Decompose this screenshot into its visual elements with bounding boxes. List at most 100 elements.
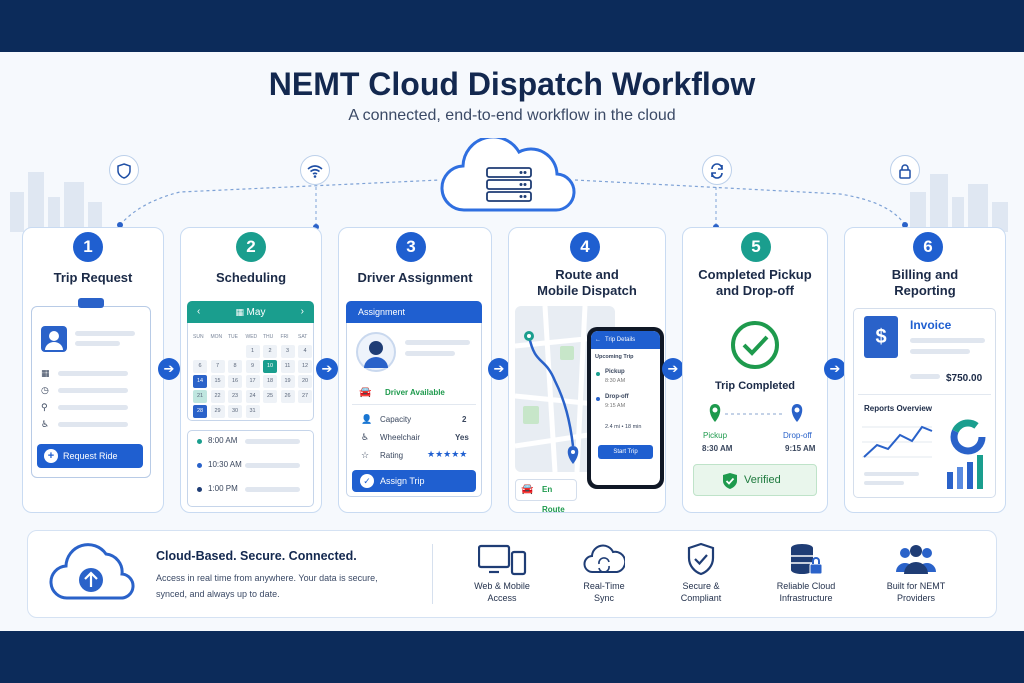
calendar-weekday: MON — [210, 334, 223, 340]
request-ride-button[interactable]: + Request Ride — [37, 444, 143, 468]
calendar-day[interactable]: 14 — [193, 375, 207, 388]
calendar-day[interactable]: 3 — [280, 345, 295, 358]
calendar-day[interactable]: 10 — [263, 360, 277, 373]
plus-icon: + — [44, 449, 58, 463]
time-slot[interactable]: 8:00 AM — [208, 436, 238, 445]
calendar-day[interactable]: 9 — [245, 360, 260, 373]
calendar-day[interactable]: 8 — [228, 360, 242, 373]
time-slot-dot — [197, 463, 202, 468]
invoice-amount: $750.00 — [946, 373, 983, 384]
sync-cloud-icon — [583, 544, 625, 573]
request-ride-label: Request Ride — [63, 451, 118, 461]
workflow-canvas: NEMT Cloud Dispatch Workflow A connected… — [0, 52, 1024, 631]
calendar-day[interactable]: 30 — [228, 405, 242, 418]
next-month-button[interactable]: › — [300, 306, 304, 317]
car-icon: 🚘 — [359, 387, 372, 398]
wheelchair-value: Yes — [455, 433, 469, 442]
time-slot[interactable]: 10:30 AM — [208, 460, 242, 469]
step-1-title: Trip Request — [53, 270, 133, 285]
wheelchair-icon: ♿ — [41, 419, 50, 429]
top-band — [0, 0, 1024, 52]
database-lock-icon — [791, 544, 823, 575]
driver-status: Driver Available — [385, 388, 445, 397]
cloud-upload-icon — [49, 543, 135, 600]
wheelchair-label: Wheelchair — [380, 433, 421, 442]
en-route-label: En Route — [542, 485, 565, 514]
step-5-title-2: and Drop-off — [716, 283, 794, 298]
calendar-day[interactable]: 20 — [298, 375, 312, 388]
calendar-day[interactable]: 16 — [228, 375, 242, 388]
back-arrow-icon[interactable]: ← — [595, 337, 601, 343]
phone-header: ←Trip Details — [591, 331, 660, 349]
clipboard-clip-icon — [78, 298, 104, 308]
footer-headline: Cloud-Based. Secure. Connected. — [156, 549, 357, 563]
assign-trip-button[interactable]: ✓ Assign Trip — [352, 470, 476, 492]
step-6-number: 6 — [913, 232, 943, 262]
page-subtitle: A connected, end-to-end workflow in the … — [348, 107, 676, 124]
calendar-day[interactable]: 17 — [245, 375, 260, 388]
mobile-phone: ←Trip Details Upcoming Trip Pickup 8:30 … — [587, 327, 664, 489]
prev-month-button[interactable]: ‹ — [197, 306, 201, 317]
calendar-day[interactable]: 27 — [298, 390, 312, 403]
calendar-day — [193, 345, 207, 358]
calendar-day[interactable]: 22 — [210, 390, 225, 403]
time-slot-dot — [197, 439, 202, 444]
capacity-value: 2 — [462, 415, 467, 424]
calendar-day[interactable]: 28 — [193, 405, 207, 418]
driver-avatar — [356, 332, 396, 372]
clock-icon: ◷ — [41, 385, 49, 395]
dropoff-time: 9:15 AM — [785, 444, 816, 453]
calendar-day[interactable]: 21 — [193, 390, 207, 403]
lock-icon — [890, 155, 920, 185]
calendar-day[interactable]: 19 — [280, 375, 295, 388]
step-3-title: Driver Assignment — [357, 270, 473, 285]
step-6-title-2: Reporting — [894, 283, 956, 298]
invoice-title: Invoice — [910, 318, 952, 332]
check-circle-icon — [731, 321, 779, 369]
calendar-day[interactable]: 11 — [280, 360, 295, 373]
page-title: NEMT Cloud Dispatch Workflow — [268, 66, 756, 102]
step-2-title: Scheduling — [215, 270, 287, 285]
calendar-day[interactable]: 6 — [193, 360, 207, 373]
calendar-day[interactable]: 24 — [245, 390, 260, 403]
verified-badge: Verified — [693, 464, 817, 496]
phone-pickup: Pickup — [605, 369, 625, 375]
start-trip-button[interactable]: Start Trip — [598, 445, 653, 459]
calendar-day[interactable]: 1 — [245, 345, 260, 358]
calendar-day[interactable]: 12 — [298, 360, 312, 373]
shield-icon — [109, 155, 139, 185]
secure-shield-icon — [687, 542, 715, 576]
pickup-time: 8:30 AM — [702, 444, 733, 453]
step-4-title: Route and — [555, 267, 619, 282]
rating-stars: ★★★★★ — [427, 449, 468, 459]
calendar-month: May — [246, 307, 266, 318]
rating-label: Rating — [380, 451, 404, 460]
calendar-day[interactable]: 15 — [210, 375, 225, 388]
calendar-day[interactable]: 31 — [245, 405, 260, 418]
calendar-day[interactable]: 7 — [210, 360, 225, 373]
calendar-day[interactable]: 18 — [263, 375, 277, 388]
trip-completed-label: Trip Completed — [714, 380, 796, 392]
step-5-title: Completed Pickup — [698, 267, 812, 282]
calendar-weekday: SUN — [193, 334, 204, 340]
pickup-dropoff-route — [709, 404, 803, 422]
step-3-number: 3 — [396, 232, 426, 262]
calendar-day — [228, 345, 242, 358]
calendar-day[interactable]: 29 — [210, 405, 225, 418]
calendar-header: ‹ ▦ May › — [187, 301, 314, 323]
bottom-band — [0, 631, 1024, 683]
calendar-day[interactable]: 23 — [228, 390, 242, 403]
calendar-day[interactable]: 25 — [263, 390, 277, 403]
phone-pickup-time: 8:30 AM — [605, 378, 626, 384]
capacity-label: Capacity — [380, 415, 412, 424]
calendar-day[interactable]: 26 — [280, 390, 295, 403]
calendar-day — [298, 405, 312, 418]
reports-charts — [862, 419, 986, 489]
time-slot[interactable]: 1:00 PM — [208, 484, 238, 493]
location-pin-icon: ⚲ — [41, 402, 48, 412]
calendar-day[interactable]: 2 — [263, 345, 277, 358]
feature-secure-compliant: Secure &Compliant — [680, 581, 722, 603]
calendar-day[interactable]: 4 — [298, 345, 312, 358]
